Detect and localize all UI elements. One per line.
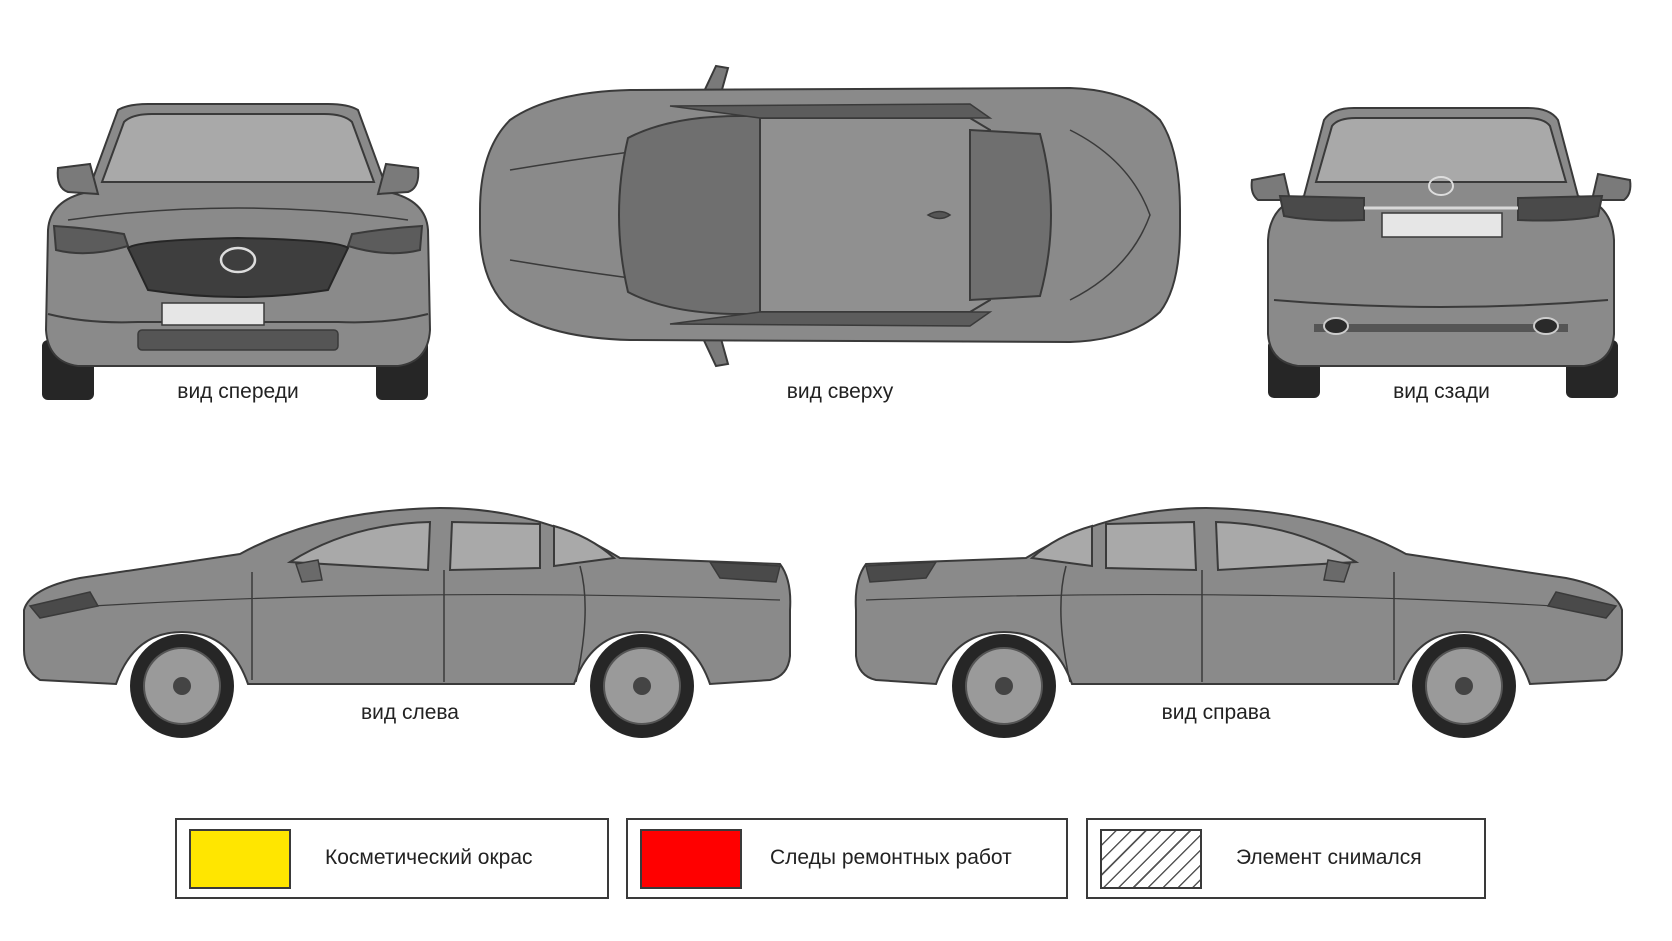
top-view: вид сверху <box>470 60 1210 405</box>
rear-view: вид сзади <box>1244 100 1639 405</box>
swatch-hatched <box>1100 829 1202 889</box>
rear-view-drawing <box>1250 107 1632 398</box>
caption-rear: вид сзади <box>1393 380 1490 403</box>
front-view: вид спереди <box>28 100 448 405</box>
legend-item-repair-traces: Следы ремонтных работ <box>626 818 1068 899</box>
legend-label: Элемент снимался <box>1236 846 1422 869</box>
legend-item-cosmetic-paint: Косметический окрас <box>175 818 609 899</box>
legend-item-element-removed: Элемент снимался <box>1086 818 1486 899</box>
legend-label: Следы ремонтных работ <box>770 846 1012 869</box>
left-view-drawing <box>23 506 792 738</box>
front-view-drawing <box>42 103 432 400</box>
swatch-red <box>640 829 742 889</box>
caption-right: вид справа <box>1161 701 1271 724</box>
left-view: вид слева <box>20 500 800 780</box>
caption-front: вид спереди <box>177 380 299 403</box>
caption-left: вид слева <box>360 701 459 724</box>
swatch-yellow <box>189 829 291 889</box>
legend-label: Косметический окрас <box>325 846 533 869</box>
top-view-drawing <box>479 64 1181 368</box>
caption-top: вид сверху <box>786 380 894 403</box>
right-view: вид справа <box>836 500 1636 780</box>
right-view-drawing <box>854 506 1623 738</box>
